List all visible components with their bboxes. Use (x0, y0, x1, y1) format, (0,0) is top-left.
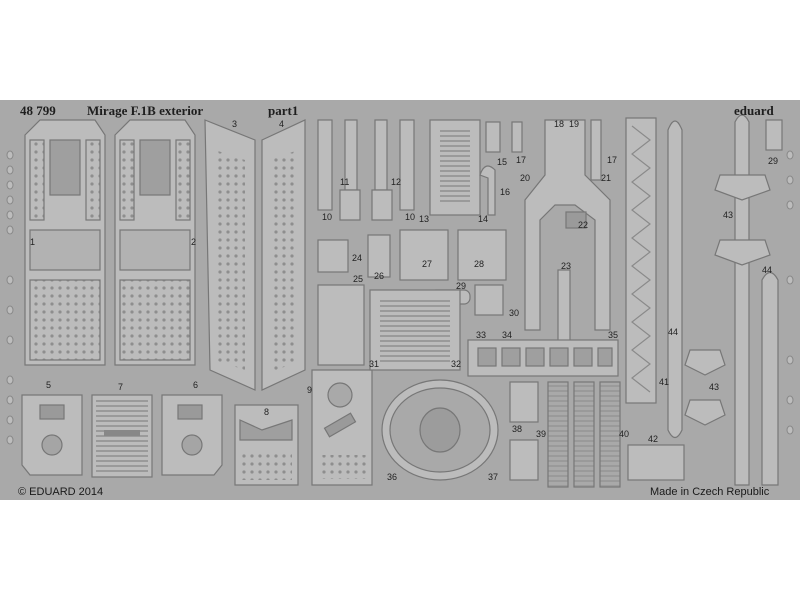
part-8-plate (234, 404, 299, 486)
part-number: 12 (391, 177, 402, 187)
parts-43-44-rails (667, 114, 783, 486)
part-number: 9 (307, 385, 313, 395)
fret-drawing (6, 114, 794, 488)
part-number: 25 (353, 274, 364, 284)
part-1-panel (24, 119, 106, 366)
part-number: 38 (512, 424, 523, 434)
part-number: 42 (648, 434, 659, 444)
brand-logo: eduard (734, 103, 774, 118)
parts-15-17-small (479, 121, 523, 216)
part-number: 44 (668, 327, 679, 337)
parts-25-31-assembly (317, 284, 461, 371)
parts-18-22-frame (524, 119, 611, 331)
part-number: 44 (762, 265, 773, 275)
part-number: 40 (619, 429, 630, 439)
part-3-strip (204, 119, 256, 391)
part-number: 11 (340, 177, 350, 187)
part-number: 6 (193, 380, 199, 390)
part-number: 23 (561, 261, 572, 271)
parts-10-12-brackets (317, 119, 415, 221)
part-number: 33 (476, 330, 487, 340)
part-label: part1 (268, 103, 299, 118)
part-5-plate (21, 394, 83, 476)
part-2-panel (114, 119, 196, 366)
part-number: 39 (536, 429, 547, 439)
part-number: 22 (578, 220, 589, 230)
part-number: 43 (723, 210, 734, 220)
part-number: 18 (554, 119, 565, 129)
part-number: 5 (46, 380, 52, 390)
part-number: 7 (118, 382, 124, 392)
part-number: 29 (456, 281, 467, 291)
part-number: 35 (608, 330, 619, 340)
part-number: 32 (451, 359, 462, 369)
part-number: 17 (516, 155, 527, 165)
part-number: 29 (768, 156, 779, 166)
part-number: 31 (369, 359, 380, 369)
part-number: 16 (500, 187, 511, 197)
part-number: 14 (478, 214, 489, 224)
part-number: 37 (488, 472, 499, 482)
part-41-strip (625, 117, 657, 404)
part-number: 36 (387, 472, 398, 482)
part-number: 3 (232, 119, 238, 129)
part-number: 1 (30, 237, 36, 247)
part-number: 24 (352, 253, 363, 263)
parts-13-14-panel (429, 119, 481, 216)
part-number: 28 (474, 259, 485, 269)
part-number: 15 (497, 157, 508, 167)
copyright: © EDUARD 2014 (18, 486, 104, 498)
part-number: 20 (520, 173, 531, 183)
part-7-plate (91, 394, 153, 478)
photo-etch-fret: 48 799 Mirage F.1B exterior part1 eduard… (0, 100, 800, 500)
parts-36-37-oval (381, 379, 499, 481)
part-number: 43 (709, 382, 720, 392)
sheet-title: Mirage F.1B exterior (87, 103, 204, 118)
part-4-strip (261, 119, 306, 391)
part-number: 10 (405, 212, 416, 222)
part-number: 30 (509, 308, 520, 318)
parts-38-40 (509, 381, 621, 488)
part-42 (627, 444, 685, 481)
part-6-plate (161, 394, 223, 476)
part-number: 17 (607, 155, 618, 165)
part-number: 27 (422, 259, 433, 269)
part-number: 19 (569, 119, 580, 129)
part-number: 4 (279, 119, 285, 129)
part-number: 41 (659, 377, 670, 387)
part-number: 10 (322, 212, 333, 222)
parts-33-35-strip (467, 339, 619, 377)
catalog-number: 48 799 (20, 103, 56, 118)
part-number: 26 (374, 271, 385, 281)
edge-sprue-holes (6, 150, 794, 445)
part-number: 34 (502, 330, 513, 340)
part-number: 13 (419, 214, 430, 224)
part-number: 8 (264, 407, 270, 417)
part-9-plate (311, 369, 373, 486)
origin: Made in Czech Republic (650, 486, 770, 498)
part-number: 2 (191, 237, 197, 247)
part-number: 21 (601, 173, 612, 183)
